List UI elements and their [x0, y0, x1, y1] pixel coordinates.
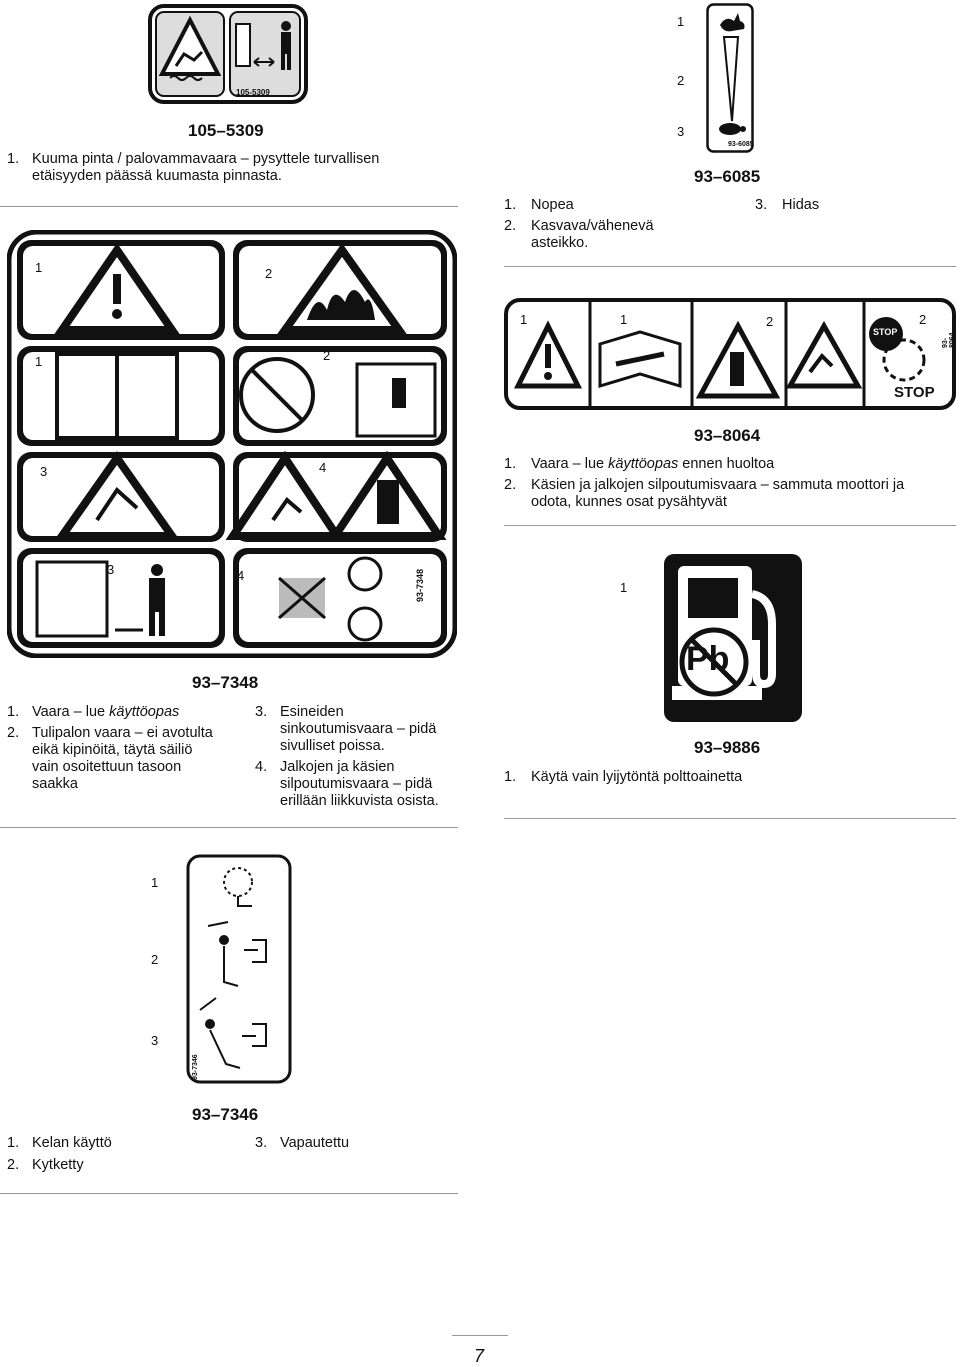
callout-number: 2 [766, 314, 774, 329]
list-item: 1. Nopea [504, 197, 574, 213]
callout-number: 2 [677, 73, 685, 88]
callout-number: 1 [520, 312, 528, 327]
list-item: 2. Kasvava/vähenevä asteikko. [504, 218, 654, 251]
divider [504, 525, 956, 526]
page-number: 7 [474, 1346, 485, 1366]
list-item: 2. Käsien ja jalkojen silpoutumisvaara –… [504, 477, 905, 510]
list-item: 1. Vaara – lue käyttöopas ennen huoltoa [504, 456, 775, 472]
section-code: 93–9886 [694, 738, 761, 757]
list-item: 2. Tulipalon vaara – ei avotulta eikä ki… [7, 725, 213, 792]
callout-number: 1 [35, 260, 43, 275]
callout-number: 3 [151, 1033, 159, 1048]
callout-number: 4 [237, 568, 245, 583]
callout-number: 1 [151, 875, 159, 890]
list-item: 4. Jalkojen ja käsien silpoutumisvaara –… [255, 759, 439, 809]
callout-number: 2 [151, 952, 159, 967]
callout-number: 3 [40, 464, 48, 479]
pb-label: Pb [686, 640, 730, 678]
list-item: 3. Hidas [755, 197, 820, 213]
list-item: 2. Kytketty [7, 1157, 84, 1173]
decal-93-8064: 1 1 2 2 STOP STOP 93-8064 [504, 298, 956, 410]
decal-id-label: 105-5309 [236, 88, 270, 97]
list-item: 1. Kelan käyttö [7, 1135, 112, 1151]
callout-number: 1 [620, 312, 628, 327]
callout-number: 4 [319, 460, 327, 475]
decal-93-6085: 93-6085 [706, 3, 754, 153]
callout-number: 2 [919, 312, 927, 327]
decal-93-9886: Pb [664, 554, 802, 722]
list-item: 1. Vaara – lue käyttöopas [7, 704, 180, 720]
stop-label: STOP [894, 384, 935, 401]
section-code: 93–8064 [694, 426, 761, 445]
decal-id-label: 93-7346 [192, 1054, 199, 1080]
divider [0, 827, 458, 828]
callout-number: 2 [323, 348, 331, 363]
section-code: 93–6085 [694, 167, 761, 186]
callout-number: 3 [677, 124, 685, 139]
decal-id-label: 93-8064 [942, 332, 956, 348]
callout-number: 2 [265, 266, 273, 281]
decal-93-7346: 93-7346 [186, 854, 292, 1084]
decal-id-label: 93-6085 [728, 141, 754, 148]
divider [0, 1193, 458, 1194]
section-code: 105–5309 [188, 121, 264, 140]
section-code: 93–7346 [192, 1105, 259, 1124]
decal-105-5309: 105-5309 [148, 4, 308, 104]
stop-label: STOP [873, 327, 898, 337]
callout-number: 1 [620, 580, 628, 595]
decal-93-7348: 1 2 1 2 3 4 3 4 93-7348 [7, 230, 457, 658]
decal-id-label: 93-7348 [415, 568, 425, 602]
callout-number: 1 [35, 354, 43, 369]
section-code: 93–7348 [192, 673, 259, 692]
callout-number: 3 [107, 562, 115, 577]
page-number-rule [452, 1335, 508, 1336]
list-item: 3. Esineiden sinkoutumisvaara – pidä siv… [255, 704, 437, 754]
list-item: 1. Kuuma pinta / palovammavaara – pysytt… [7, 151, 380, 184]
callout-number: 1 [677, 14, 685, 29]
list-item: 1. Käytä vain lyijytöntä polttoainetta [504, 769, 743, 785]
divider [504, 818, 956, 819]
divider [0, 206, 458, 207]
divider [504, 266, 956, 267]
list-item: 3. Vapautettu [255, 1135, 350, 1151]
